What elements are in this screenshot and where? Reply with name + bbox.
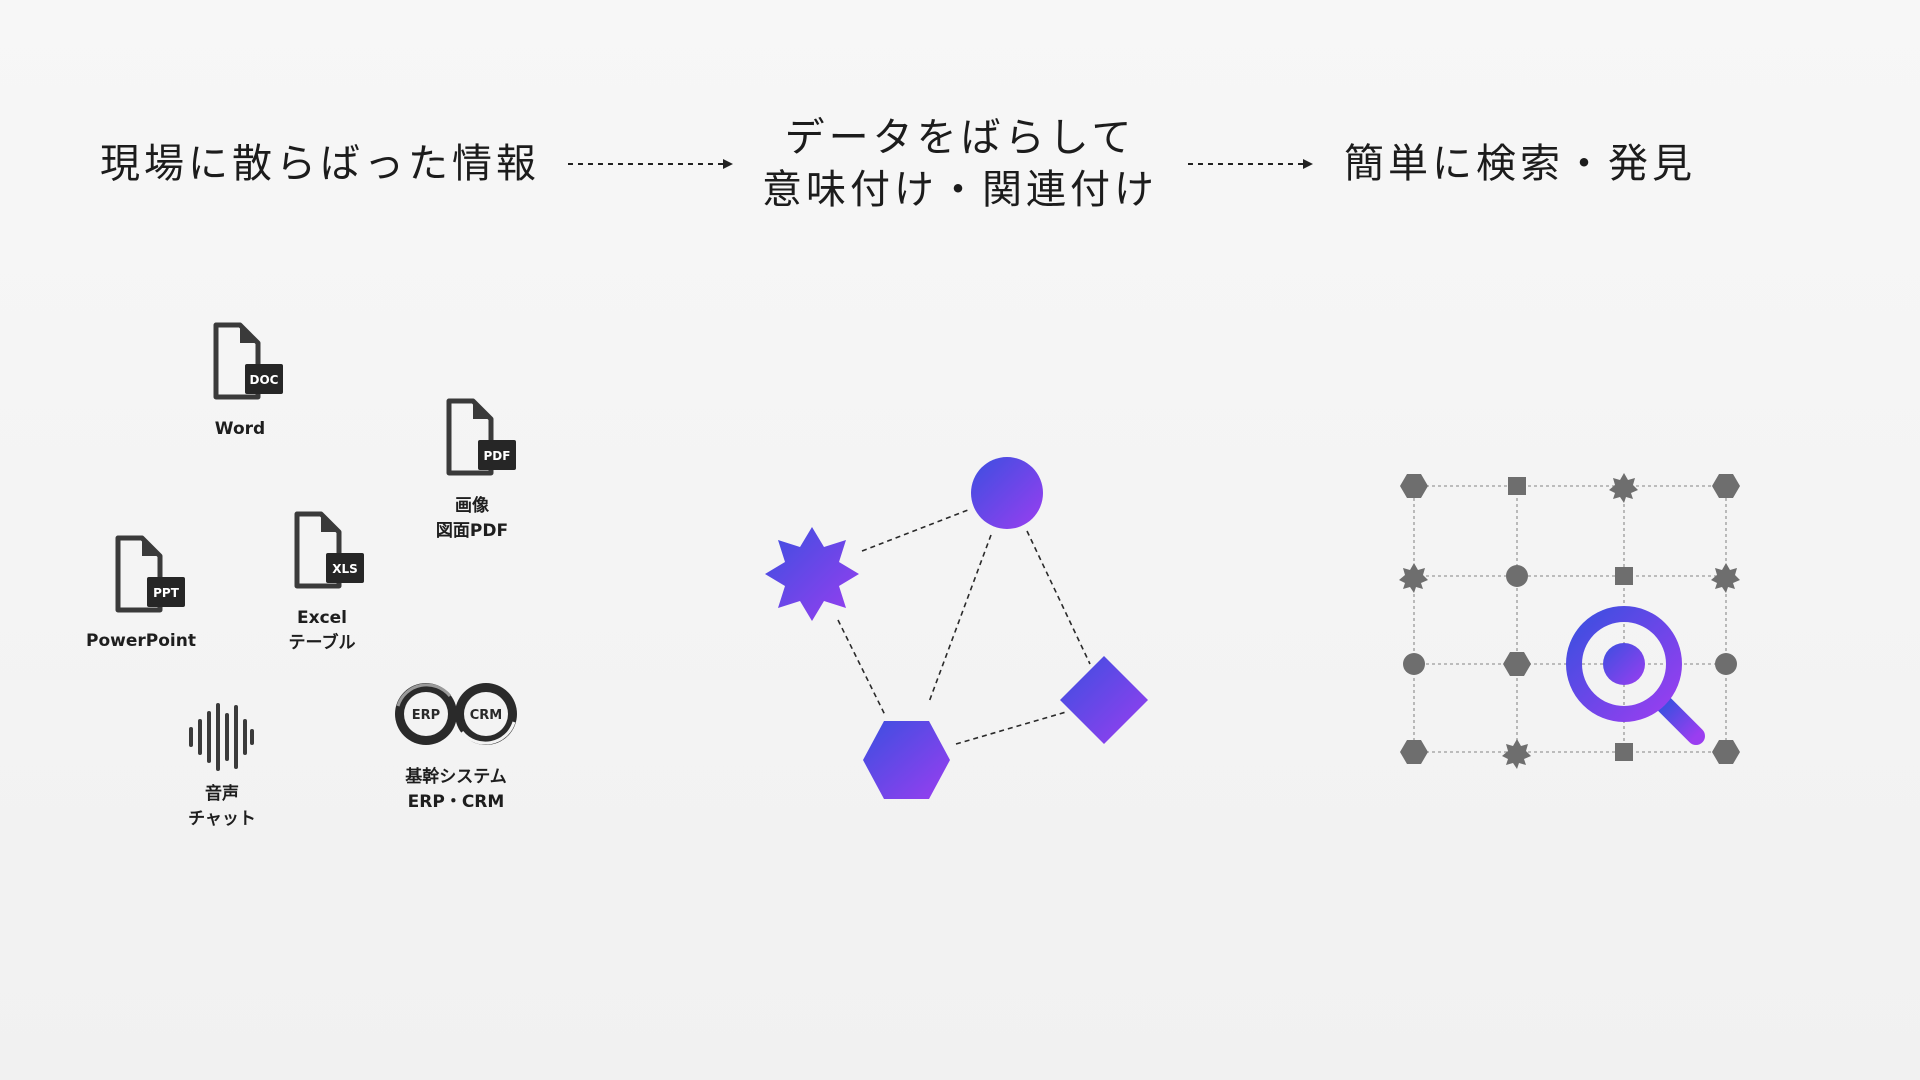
search-grid — [1399, 473, 1740, 769]
label-pdf-line1: 画像 — [455, 496, 489, 516]
ppt-badge-text: PPT — [153, 586, 180, 600]
node-diamond — [1060, 656, 1148, 744]
grid-node-square — [1615, 567, 1633, 585]
doc-badge-text: DOC — [250, 373, 279, 387]
node-circle — [971, 457, 1043, 529]
label-excel-line2: テーブル — [288, 633, 356, 653]
edge-star-hexagon — [837, 619, 886, 716]
edge-star-circle — [861, 509, 969, 552]
ppt-file-icon: PPT — [115, 535, 185, 613]
label-audio-line2: チャット — [188, 809, 256, 829]
xls-file-icon: XLS — [294, 511, 364, 589]
grid-node-square — [1508, 477, 1526, 495]
crm-badge-text: CRM — [470, 708, 503, 723]
audio-wave-icon — [189, 703, 254, 771]
label-pdf-line2: 図面PDF — [435, 521, 509, 541]
grid-node-hexagon — [1712, 740, 1740, 764]
label-audio-line1: 音声 — [205, 784, 239, 804]
grid-node-star — [1399, 563, 1428, 593]
grid-node-circle — [1506, 565, 1528, 587]
grid-node-hexagon — [1400, 740, 1428, 764]
edge-hexagon-diamond — [955, 711, 1067, 745]
erp-crm-icon: ERP CRM — [395, 683, 517, 745]
pdf-file-icon: PDF — [446, 398, 516, 476]
step-search-discover-text: 簡単に検索・発見 — [1344, 141, 1696, 187]
step-search-discover: 簡単に検索・発見 — [1330, 138, 1710, 190]
edge-circle-hexagon — [928, 534, 992, 703]
grid-node-hexagon — [1503, 652, 1531, 676]
grid-node-hexagon — [1400, 474, 1428, 498]
grid-node-star — [1711, 563, 1740, 593]
found-node — [1603, 643, 1645, 685]
edge-circle-diamond — [1026, 530, 1091, 665]
grid-node-square — [1615, 743, 1633, 761]
step-scattered-info-text: 現場に散らばった情報 — [100, 141, 540, 187]
dashed-arrow-1 — [568, 159, 733, 169]
erp-badge-text: ERP — [412, 708, 440, 723]
step-scattered-info: 現場に散らばった情報 — [100, 138, 540, 190]
semantic-graph — [765, 457, 1148, 799]
node-star — [765, 527, 859, 621]
label-powerpoint: PowerPoint — [66, 629, 216, 654]
grid-node-hexagon — [1712, 474, 1740, 498]
label-word: Word — [180, 417, 300, 442]
doc-file-icon: DOC — [213, 322, 283, 400]
step-semantic-linking: データをばらして 意味付け・関連付け — [740, 112, 1180, 216]
pdf-badge-text: PDF — [484, 449, 511, 463]
label-excel: Excel テーブル — [262, 606, 382, 656]
magnifier-icon — [1566, 606, 1705, 745]
label-word-text: Word — [214, 419, 266, 439]
step-semantic-linking-line1: データをばらして — [784, 115, 1136, 161]
grid-node-star — [1502, 739, 1531, 769]
label-erp-line1: 基幹システム — [405, 767, 507, 787]
grid-node-circle — [1715, 653, 1737, 675]
grid-node-circle — [1403, 653, 1425, 675]
label-audio: 音声 チャット — [162, 782, 282, 832]
grid-node-star — [1609, 473, 1638, 503]
step-semantic-linking-line2: 意味付け・関連付け — [762, 167, 1158, 213]
dashed-arrow-2 — [1188, 159, 1313, 169]
label-erp-line2: ERP・CRM — [407, 792, 505, 812]
label-erp: 基幹システム ERP・CRM — [381, 765, 531, 815]
xls-badge-text: XLS — [332, 562, 358, 576]
label-excel-line1: Excel — [296, 608, 347, 628]
label-powerpoint-text: PowerPoint — [86, 631, 196, 651]
node-hexagon — [863, 721, 950, 799]
label-pdf: 画像 図面PDF — [412, 494, 532, 544]
